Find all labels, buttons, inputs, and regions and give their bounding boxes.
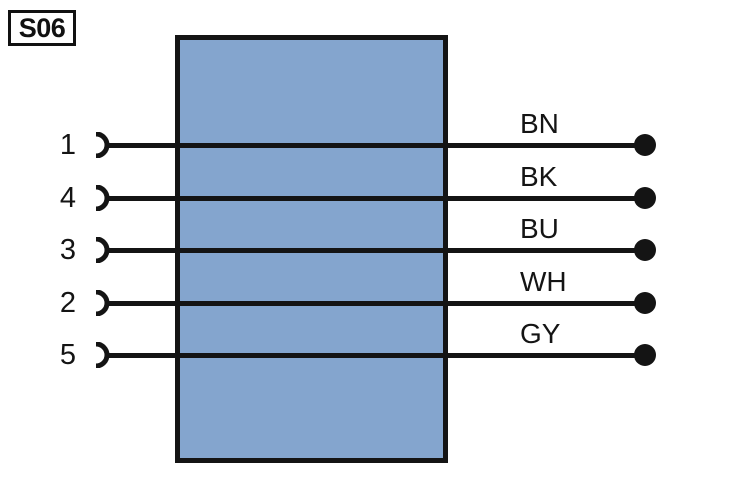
pin-number: 2 [59, 287, 76, 319]
wire-terminal-dot [634, 134, 656, 156]
wire-color-label: GY [520, 318, 561, 349]
wire-line [106, 196, 646, 201]
device-tag: S06 [8, 10, 76, 46]
wire-line [106, 301, 646, 306]
pin-number: 4 [59, 182, 76, 214]
wire-terminal-dot [634, 344, 656, 366]
wire-color-label: BN [520, 108, 559, 139]
pin-number: 3 [59, 234, 76, 266]
wire-terminal-dot [634, 292, 656, 314]
wire-line [106, 248, 646, 253]
wire-terminal-dot [634, 187, 656, 209]
pin-number: 5 [59, 339, 76, 371]
pin-number: 1 [59, 129, 76, 161]
wire-color-label: BU [520, 213, 559, 244]
device-tag-label: S06 [18, 12, 66, 43]
wire-color-label: BK [520, 161, 558, 192]
wire-line [106, 353, 646, 358]
wire-terminal-dot [634, 239, 656, 261]
wire-line [106, 143, 646, 148]
wire-color-label: WH [520, 266, 567, 297]
